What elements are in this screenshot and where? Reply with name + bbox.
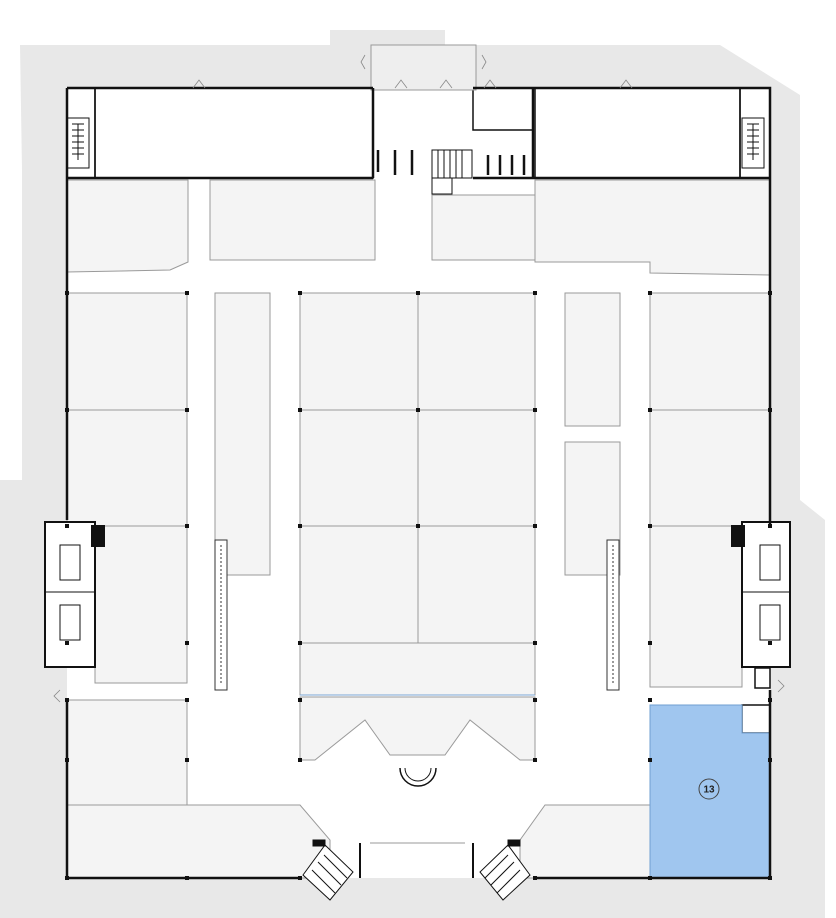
pillar xyxy=(298,524,302,528)
pillar xyxy=(185,291,189,295)
pillar xyxy=(298,698,302,702)
pillar xyxy=(298,408,302,412)
pillar xyxy=(298,758,302,762)
pillar xyxy=(65,876,69,880)
unit-13-label: 13 xyxy=(703,785,715,796)
pillar xyxy=(65,291,69,295)
pillar xyxy=(416,524,420,528)
pillar xyxy=(768,524,772,528)
pillar xyxy=(648,408,652,412)
pillar xyxy=(185,876,189,880)
shop-unit xyxy=(66,699,188,806)
shop-unit xyxy=(649,409,771,527)
pillar xyxy=(65,698,69,702)
pillar xyxy=(533,524,537,528)
pillar xyxy=(648,641,652,645)
shop-unit xyxy=(66,804,331,879)
pillar xyxy=(533,291,537,295)
pillar xyxy=(185,698,189,702)
shop-unit xyxy=(94,525,188,684)
shop-unit xyxy=(564,292,621,427)
pillar xyxy=(65,758,69,762)
pillar xyxy=(298,291,302,295)
shop-unit xyxy=(431,194,536,261)
escalator-right xyxy=(606,539,620,691)
shop-unit xyxy=(534,179,771,276)
shop-unit xyxy=(417,525,536,644)
pillar xyxy=(185,641,189,645)
pillar xyxy=(648,876,652,880)
pillar xyxy=(768,758,772,762)
stairs-top-center xyxy=(431,149,473,195)
pillar xyxy=(768,698,772,702)
unit-13-marker[interactable]: 13 xyxy=(698,778,720,800)
pillar xyxy=(185,758,189,762)
pillar xyxy=(416,291,420,295)
shop-unit xyxy=(66,409,188,527)
shop-unit xyxy=(299,642,536,696)
stairs-top-left xyxy=(66,117,90,169)
pillar xyxy=(185,524,189,528)
entrance-stairs-left xyxy=(302,839,354,901)
shop-unit xyxy=(66,179,189,273)
pillar xyxy=(533,641,537,645)
pillar xyxy=(416,408,420,412)
shop-unit xyxy=(209,179,376,261)
door-swings xyxy=(53,54,785,703)
pillar xyxy=(768,291,772,295)
shop-unit xyxy=(649,292,771,411)
pillar xyxy=(65,408,69,412)
pillar xyxy=(768,876,772,880)
shop-unit xyxy=(299,525,419,644)
fountain xyxy=(399,767,437,787)
gate-bars xyxy=(376,150,526,175)
shop-unit xyxy=(299,409,419,527)
pillar xyxy=(648,291,652,295)
shop-unit xyxy=(214,292,271,576)
pillar xyxy=(768,408,772,412)
unit-label-circle xyxy=(698,778,720,800)
shop-unit xyxy=(66,292,188,411)
escalator-left xyxy=(214,539,228,691)
pillar xyxy=(185,408,189,412)
pillar xyxy=(648,524,652,528)
shop-unit xyxy=(299,696,536,761)
shop-unit xyxy=(649,525,743,688)
shop-unit xyxy=(299,292,419,411)
entrance-vestibule xyxy=(359,842,474,878)
pillar xyxy=(648,758,652,762)
shop-unit xyxy=(417,292,536,411)
pillar xyxy=(65,641,69,645)
pillar xyxy=(648,698,652,702)
stairs-top-right xyxy=(741,117,765,169)
pillar xyxy=(533,698,537,702)
structural-pillars xyxy=(65,291,772,880)
shop-units xyxy=(66,179,771,879)
pillar xyxy=(533,876,537,880)
pillar xyxy=(65,524,69,528)
pillar xyxy=(298,641,302,645)
stairs-left-core xyxy=(44,521,105,668)
pillar xyxy=(298,876,302,880)
pillar xyxy=(768,641,772,645)
pillar xyxy=(533,408,537,412)
service-rooms-top xyxy=(94,44,741,179)
stairs-right-core xyxy=(731,521,791,734)
entrance-stairs-right xyxy=(479,839,531,901)
shop-unit xyxy=(417,409,536,527)
pillar xyxy=(533,758,537,762)
shop-unit xyxy=(519,804,651,879)
